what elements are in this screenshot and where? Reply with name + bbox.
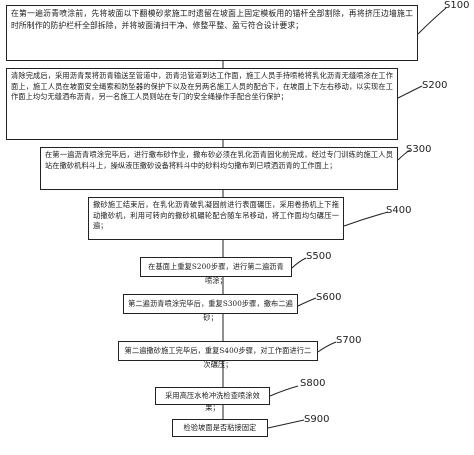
step-box-s200: 清除完成后，采用沥青泵将沥青输送至管道中，沥青沿管道到达工作面，施工人员手持喷枪… [6, 68, 398, 140]
step-box-s300: 在第一遍沥青喷涂完毕后，进行撒布砂作业，撒布砂必须在乳化沥青固化前完成，经过专门… [40, 147, 398, 190]
leader-s300 [397, 149, 411, 161]
step-label-s400: S400 [386, 205, 412, 216]
step-label-s500: S500 [306, 251, 332, 262]
leader-s900 [267, 419, 305, 429]
step-label-s300: S300 [406, 144, 432, 155]
step-label-s600: S600 [316, 292, 342, 303]
step-label-s700: S700 [336, 335, 362, 346]
step-label-s100: S100 [444, 0, 470, 11]
step-box-s600: 第二遍沥青喷涂完毕后，重复S300步骤，撒布二遍砂； [123, 294, 298, 322]
leader-s800 [269, 385, 299, 397]
step-box-s800: 采用高压水枪冲洗检查喷涂效果； [155, 387, 270, 412]
step-box-s900: 检验坡面是否粘接固定 [172, 419, 268, 437]
leader-s700 [317, 341, 337, 353]
step-box-s400: 撒砂施工结束后，在乳化沥青破乳凝固前进行表面碾压，采用卷扬机上下拖动撒砂机，利用… [88, 197, 344, 240]
leader-s200 [397, 85, 423, 99]
leader-s500 [291, 257, 307, 269]
step-box-s500: 在基面上重复S200步骤，进行第二遍沥青喷涂； [140, 257, 292, 285]
step-label-s900: S900 [304, 414, 330, 425]
step-box-s100: 在第一遍沥青喷涂前，先将坡面以下翻模砂浆施工时遗留在坡面上固定模板用的锚杆全部割… [6, 5, 418, 61]
step-label-s200: S200 [422, 80, 448, 91]
leader-s100 [417, 7, 447, 35]
leader-s600 [297, 297, 317, 307]
leader-s400 [343, 211, 389, 227]
step-box-s700: 第二遍撒砂施工完毕后，重复S400步骤，对工作面进行二次碾压； [118, 341, 318, 369]
step-label-s800: S800 [300, 378, 326, 389]
